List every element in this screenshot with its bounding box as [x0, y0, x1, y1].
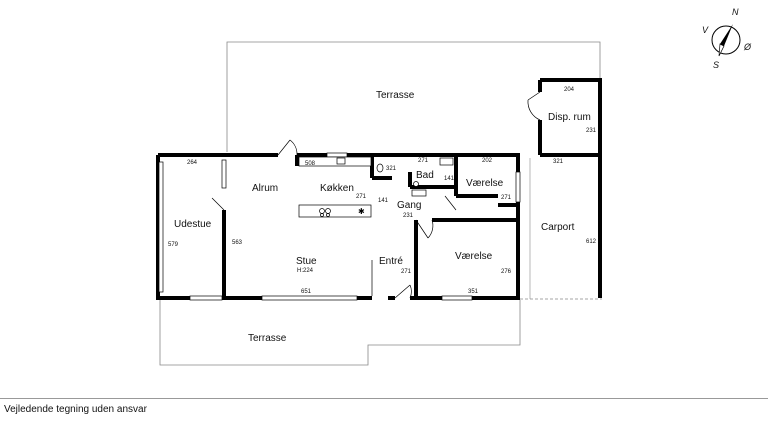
dimension-351: 351 — [468, 289, 479, 295]
outer-walls — [156, 153, 520, 300]
dimension-651: 651 — [301, 289, 312, 295]
room-label-entre: Entré — [379, 256, 403, 267]
dimension-271-kitchen: 271 — [356, 194, 367, 200]
room-label-terrasse-bottom: Terrasse — [248, 333, 287, 344]
disp-rum-walls — [538, 78, 602, 298]
dimension-271-bath: 271 — [418, 158, 429, 164]
dimension-141-kitchen: 141 — [378, 198, 389, 204]
kitchen-counters: ✱ — [298, 156, 372, 218]
compass-south: S — [713, 60, 719, 70]
compass-icon: N V Ø S — [702, 7, 752, 70]
dimension-321-bath: 321 — [386, 166, 397, 172]
floor-plan: ✱ Terrasse Terrasse Alrum Køkken Bad Vær… — [156, 7, 752, 366]
footer-caption: Vejledende tegning uden ansvar — [4, 404, 147, 415]
stue-ceiling-height: H:224 — [297, 268, 314, 274]
dimension-264: 264 — [187, 160, 198, 166]
room-label-carport: Carport — [541, 222, 575, 233]
room-label-bad: Bad — [416, 170, 434, 181]
room-label-disp-rum: Disp. rum — [548, 112, 591, 123]
dimension-612: 612 — [586, 239, 597, 245]
dimension-231-gang: 231 — [403, 213, 414, 219]
room-label-terrasse-top: Terrasse — [376, 90, 415, 101]
dimension-276: 276 — [501, 269, 512, 275]
room-label-stue: Stue — [296, 256, 317, 267]
compass-east: Ø — [743, 42, 752, 52]
dimension-579: 579 — [168, 242, 179, 248]
compass-north: N — [732, 7, 739, 17]
room-label-kokken: Køkken — [320, 183, 354, 194]
dimension-563: 563 — [232, 240, 243, 246]
room-label-alrum: Alrum — [252, 183, 278, 194]
room-label-vaerelse-bottom: Værelse — [455, 251, 493, 262]
doors — [211, 139, 457, 299]
room-label-vaerelse-top: Værelse — [466, 178, 504, 189]
windows — [158, 152, 521, 301]
terrace-top-outline — [226, 41, 601, 152]
dimension-271-vaerelse: 271 — [501, 195, 512, 201]
dimension-321-carport: 321 — [553, 159, 564, 165]
dimension-141-bath: 141 — [444, 176, 455, 182]
dimension-271-entre: 271 — [401, 269, 412, 275]
compass-west: V — [702, 25, 709, 35]
room-label-udestue: Udestue — [174, 219, 212, 230]
dimension-231-disp: 231 — [586, 128, 597, 134]
dimension-202: 202 — [482, 158, 493, 164]
room-label-gang: Gang — [397, 200, 421, 211]
disp-rum-door — [527, 91, 541, 121]
dimension-204: 204 — [564, 87, 575, 93]
svg-text:✱: ✱ — [358, 207, 365, 216]
bathroom-fixtures — [376, 157, 454, 197]
footer-divider — [0, 398, 768, 399]
dimension-508: 508 — [305, 161, 316, 167]
terrace-bottom-outline — [159, 300, 521, 366]
